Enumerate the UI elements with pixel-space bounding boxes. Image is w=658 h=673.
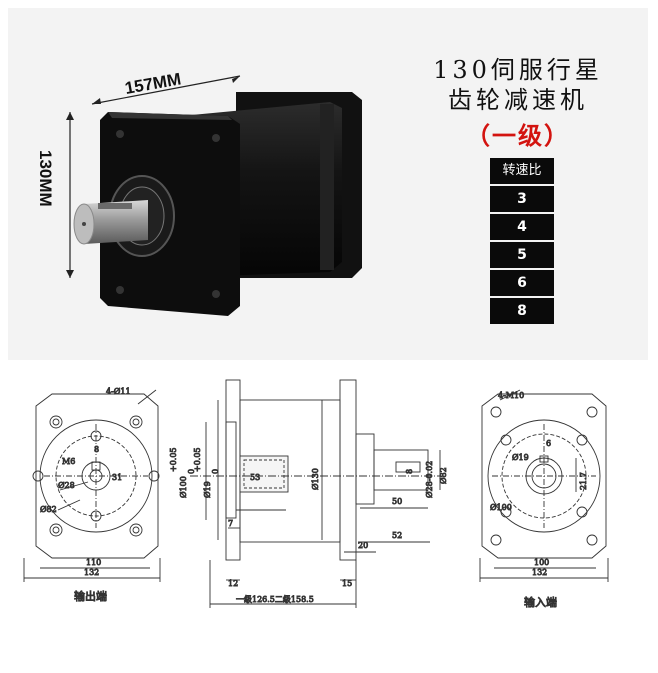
output-bore-label: Ø28	[58, 481, 75, 490]
input-depth-label: 21.7	[579, 472, 588, 490]
gearbox-photo: 157MM 130MM	[36, 69, 362, 316]
output-holes-label: 4-Ø11	[106, 387, 131, 396]
photo-length-label: 157MM	[123, 69, 182, 98]
side-l20-label: 20	[358, 541, 368, 550]
output-inner-width-label: 110	[86, 558, 101, 567]
side-l53-label: 53	[250, 473, 260, 482]
input-pcd-label: Ø100	[490, 503, 512, 512]
side-view	[190, 379, 441, 608]
output-key-label: 8	[94, 445, 99, 454]
side-d2-label: Ø19	[203, 481, 212, 498]
side-key-label: 8	[405, 469, 414, 474]
output-outer-width-label: 132	[84, 568, 99, 577]
side-total-label: 一级126.5二级158.5	[236, 594, 314, 604]
input-bore-label: Ø19	[512, 453, 529, 462]
output-end-view	[23, 389, 161, 582]
side-l15-label: 15	[342, 579, 352, 588]
output-thread-label: M6	[62, 457, 75, 466]
side-l7-label: 7	[228, 519, 233, 528]
side-pcd-label: Ø82	[439, 467, 448, 484]
ratio-value: 5	[490, 242, 554, 268]
output-end-caption: 输出端	[74, 589, 107, 603]
input-outer-width-label: 132	[532, 568, 547, 577]
side-tol1a: +0.05	[169, 447, 178, 472]
ratio-table: 转速比 3 4 5 6 8	[490, 158, 554, 326]
product-title-line2: 齿轮减速机	[448, 86, 588, 114]
side-l50-label: 50	[392, 497, 402, 506]
ratio-value: 6	[490, 270, 554, 296]
input-end-view	[479, 389, 609, 582]
side-tol1b: 0	[187, 469, 196, 474]
side-tol2a: +0.05	[193, 447, 202, 472]
product-title-line1: 130伺服行星	[433, 56, 603, 84]
output-depth-label: 31	[112, 473, 122, 482]
stage-label: （一级）	[466, 121, 570, 150]
photo-height-label: 130MM	[36, 150, 55, 207]
side-d1-label: Ø100	[179, 476, 188, 498]
side-d130-label: Ø130	[311, 468, 320, 490]
technical-drawing: 4-Ø11 M6 8 Ø28 31 Ø82 110 132 输出端 Ø100 +…	[23, 379, 609, 609]
drawing-area	[8, 362, 648, 624]
side-tol2b: 0	[211, 469, 220, 474]
output-pcd-label: Ø82	[40, 505, 57, 514]
input-end-caption: 输入端	[524, 595, 557, 609]
ratio-value: 4	[490, 214, 554, 240]
ratio-value: 8	[490, 298, 554, 324]
input-holes-label: 4-M10	[498, 391, 524, 400]
side-l52-label: 52	[392, 531, 402, 540]
input-inner-width-label: 100	[534, 558, 549, 567]
input-key-label: 6	[546, 439, 551, 448]
ratio-header: 转速比	[490, 158, 554, 184]
side-l12-label: 12	[228, 579, 238, 588]
ratio-value: 3	[490, 186, 554, 212]
side-shaft-label: Ø28-0.02	[425, 461, 434, 498]
